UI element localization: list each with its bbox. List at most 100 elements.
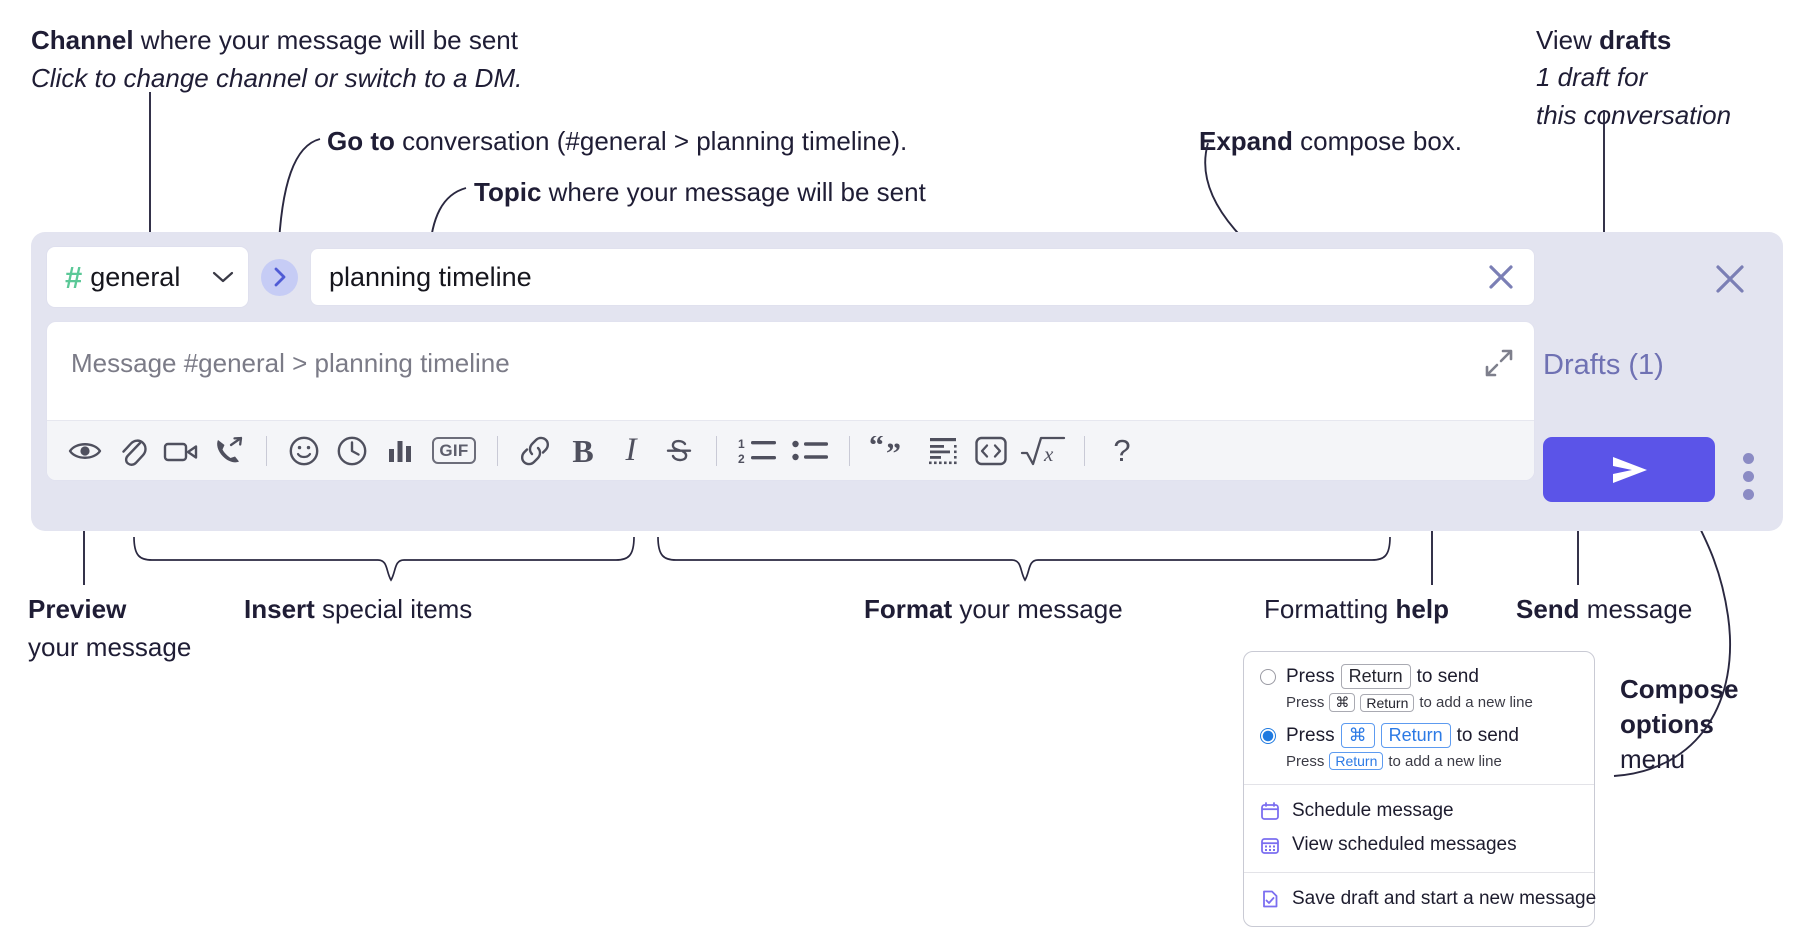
bold-label: B: [572, 432, 594, 469]
menu-divider: [1244, 872, 1594, 873]
annotation-send-bold: Send: [1516, 594, 1580, 624]
code-block-button[interactable]: [919, 427, 967, 475]
bold-button[interactable]: B: [559, 427, 607, 475]
italic-label: I: [625, 432, 637, 468]
annotation-send-rest: message: [1579, 594, 1693, 624]
latex-button[interactable]: x: [1015, 427, 1071, 475]
hint-pre-text: Press: [1286, 694, 1325, 711]
message-placeholder: Message #general > planning timeline: [71, 348, 510, 378]
kbd-return: Return: [1380, 723, 1451, 748]
preview-button[interactable]: [61, 427, 109, 475]
annotation-drafts-italic-2: this conversation: [1536, 99, 1732, 130]
drafts-link[interactable]: Drafts (1): [1543, 349, 1664, 381]
radio-selected[interactable]: [1260, 727, 1276, 744]
annotation-goto-rest: conversation (#general > planning timeli…: [394, 126, 908, 156]
link-icon: [520, 436, 550, 465]
square-root-x-icon: x: [1020, 436, 1066, 466]
radio-unselected[interactable]: [1260, 668, 1276, 685]
go-to-conversation-button[interactable]: [261, 258, 298, 296]
bar-chart-icon: [389, 440, 411, 462]
send-option-cmd-return[interactable]: Press ⌘ Return to send Press Return to a…: [1244, 720, 1594, 774]
menu-item-view-scheduled[interactable]: View scheduled messages: [1244, 828, 1594, 862]
compose-options-button[interactable]: [1743, 453, 1754, 500]
clear-topic-button[interactable]: [1484, 260, 1518, 294]
expand-compose-button[interactable]: [1484, 348, 1514, 378]
gif-button[interactable]: GIF: [424, 427, 484, 475]
draft-group: Save draft and start a new message: [1244, 873, 1596, 926]
ordered-list-button[interactable]: 1 2: [730, 427, 786, 475]
menu-item-schedule-message[interactable]: Schedule message: [1244, 794, 1594, 828]
send-option-cmd-return-hint: Press Return to add a new line: [1244, 751, 1594, 774]
code-inline-icon: [975, 436, 1007, 465]
annotation-drafts-pre: View: [1536, 25, 1600, 55]
italic-button[interactable]: I: [607, 427, 655, 475]
annotation-channel-rest: where your message will be sent: [133, 25, 518, 55]
blockquote-button[interactable]: “ ”: [863, 427, 919, 475]
calendar-clock-icon: [1260, 801, 1280, 821]
annotation-preview: Preview your message: [28, 593, 191, 665]
option-post-text: to send: [1416, 665, 1479, 687]
video-button[interactable]: [157, 427, 205, 475]
schedule-group: Schedule message View scheduled messages: [1244, 785, 1594, 872]
quote-icon: “ ”: [869, 436, 901, 466]
send-button[interactable]: [1543, 437, 1715, 502]
annotation-insert-bold: Insert: [244, 594, 315, 624]
clock-icon: [337, 436, 367, 465]
emoji-button[interactable]: [280, 427, 328, 475]
schedule-button[interactable]: [328, 427, 376, 475]
code-block-icon: [929, 437, 957, 464]
annotation-format-rest: your message: [952, 594, 1123, 624]
hint-pre-text: Press: [1286, 752, 1325, 770]
annotation-expand: Expand compose box.: [1199, 125, 1462, 158]
link-button[interactable]: [511, 427, 559, 475]
channel-selector[interactable]: # general: [46, 246, 249, 308]
chevron-down-icon: [212, 270, 234, 284]
poll-button[interactable]: [376, 427, 424, 475]
compose-main-column: # general planning timeline: [46, 246, 1535, 481]
send-option-return[interactable]: Press Return to send Press ⌘ Return to a…: [1244, 661, 1594, 716]
code-button[interactable]: [967, 427, 1015, 475]
menu-item-label: Schedule message: [1292, 800, 1454, 821]
kebab-dot: [1743, 471, 1754, 482]
kbd-return: Return: [1329, 752, 1384, 770]
bulleted-list-icon: [792, 440, 828, 460]
huddle-button[interactable]: [205, 427, 253, 475]
message-input[interactable]: Message #general > planning timeline: [47, 322, 1534, 420]
topic-input[interactable]: planning timeline: [310, 248, 1535, 306]
annotation-channel-bold: Channel: [31, 25, 134, 55]
svg-text:1: 1: [738, 437, 745, 451]
send-plane-icon: [1613, 456, 1647, 483]
send-option-return-hint: Press ⌘ Return to add a new line: [1244, 692, 1594, 716]
annotation-compose-bold-2: options: [1620, 709, 1714, 740]
formatting-help-button[interactable]: ?: [1098, 427, 1146, 475]
annotation-preview-bold: Preview: [28, 594, 127, 624]
annotation-insert-rest: special items: [314, 594, 473, 624]
hint-post-text: to add a new line: [1419, 694, 1533, 711]
annotation-goto-bold: Go to: [327, 126, 395, 156]
go-to-icon: [274, 267, 285, 287]
topic-value: planning timeline: [329, 261, 532, 292]
kebab-dot: [1743, 489, 1754, 500]
annotation-topic-rest: where your message will be sent: [541, 177, 926, 207]
channel-name: general: [90, 261, 181, 292]
toolbar-divider: [716, 435, 717, 466]
close-compose-button[interactable]: [1713, 262, 1747, 301]
option-post-text: to send: [1456, 724, 1519, 746]
eye-icon: [68, 442, 102, 459]
menu-item-label: View scheduled messages: [1292, 834, 1517, 855]
annotation-channel-italic: Click to change channel or switch to a D…: [31, 63, 523, 94]
compose-header-row: # general planning timeline: [46, 246, 1535, 308]
kbd-command: ⌘: [1340, 723, 1375, 748]
compose-right-panel: Drafts (1): [1521, 232, 1783, 531]
menu-item-save-draft[interactable]: Save draft and start a new message: [1244, 882, 1596, 916]
annotation-expand-bold: Expand: [1199, 126, 1293, 156]
strikethrough-button[interactable]: [655, 427, 703, 475]
option-pre-text: Press: [1286, 665, 1335, 687]
menu-divider: [1244, 784, 1594, 785]
bulleted-list-button[interactable]: [786, 427, 836, 475]
attach-button[interactable]: [109, 427, 157, 475]
gif-label: GIF: [432, 436, 476, 465]
annotation-topic-bold: Topic: [474, 177, 542, 207]
toolbar-divider: [849, 435, 850, 466]
close-icon: [1716, 265, 1744, 293]
